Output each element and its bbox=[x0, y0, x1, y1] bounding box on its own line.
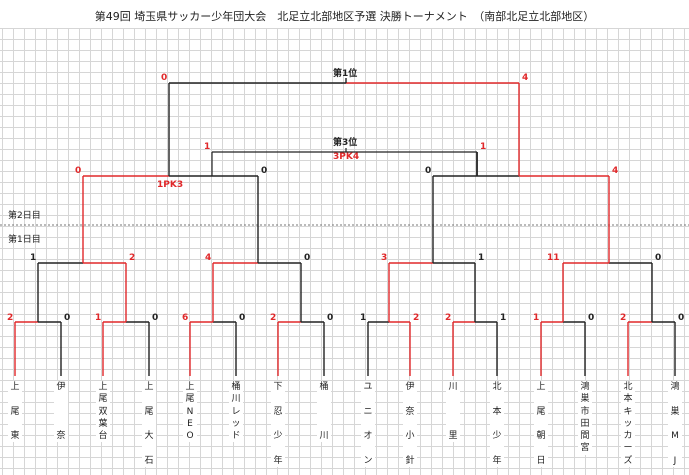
page-title: 第49回 埼玉県サッカー少年団大会 北足立北部地区予選 決勝トーナメント （南部… bbox=[94, 10, 595, 23]
score-r2: 1 bbox=[478, 253, 485, 263]
score-r2: 4 bbox=[205, 253, 212, 263]
score-r1: 0 bbox=[64, 313, 71, 323]
team-name: 上 尾 朝 日 bbox=[534, 381, 548, 468]
team-name: 伊 奈 bbox=[54, 381, 68, 443]
score-r1: 1 bbox=[533, 313, 540, 323]
score-r1: 0 bbox=[327, 313, 334, 323]
score-r1: 2 bbox=[620, 313, 627, 323]
team-name: 鴻 巣 M J bbox=[668, 381, 682, 468]
score-r1: 0 bbox=[152, 313, 159, 323]
score-r1: 6 bbox=[182, 313, 189, 323]
score-r1: 2 bbox=[7, 313, 14, 323]
score-r1: 1 bbox=[360, 313, 367, 323]
third-place-pk-label: 3PK4 bbox=[333, 152, 360, 162]
team-name: 桶 川 レ ッ ド bbox=[229, 381, 243, 443]
score-r1: 1 bbox=[500, 313, 507, 323]
score-r2: 0 bbox=[304, 253, 311, 263]
score-r3: 0 bbox=[425, 166, 432, 176]
team-name: 北 本 キ ッ カ ー ズ bbox=[621, 381, 635, 468]
score-third: 1 bbox=[204, 142, 211, 152]
score-r1: 0 bbox=[678, 313, 685, 323]
score-final: 0 bbox=[161, 73, 168, 83]
team-name: 伊 奈 小 針 bbox=[403, 381, 417, 468]
team-name: 鴻 巣 市 田 間 宮 bbox=[578, 381, 592, 455]
score-r3: 0 bbox=[261, 166, 268, 176]
third-place-label: 第3位 bbox=[333, 138, 358, 148]
score-r3: 0 bbox=[75, 166, 82, 176]
team-name: 上 尾 N E O bbox=[183, 381, 197, 443]
team-name: ユ ニ オ ン bbox=[361, 381, 375, 468]
score-final: 4 bbox=[522, 73, 529, 83]
team-name: 北 本 少 年 bbox=[490, 381, 504, 468]
score-r1: 0 bbox=[588, 313, 595, 323]
score-r1: 0 bbox=[239, 313, 246, 323]
team-name: 下 忍 少 年 bbox=[271, 381, 285, 468]
team-name: 上 尾 双 葉 台 bbox=[96, 381, 110, 443]
team-name: 川 里 bbox=[446, 381, 460, 443]
team-name: 桶 川 bbox=[317, 381, 331, 443]
day1-label: 第1日目 bbox=[8, 235, 41, 245]
score-third: 1 bbox=[480, 142, 487, 152]
score-r1: 1 bbox=[95, 313, 102, 323]
score-r2: 11 bbox=[547, 253, 560, 263]
score-r2: 0 bbox=[655, 253, 662, 263]
semi-left-pk-label: 1PK3 bbox=[157, 180, 184, 190]
title-area bbox=[0, 0, 689, 28]
score-r1: 2 bbox=[413, 313, 420, 323]
score-r3: 4 bbox=[612, 166, 619, 176]
first-place-label: 第1位 bbox=[333, 69, 358, 79]
day2-label: 第2日目 bbox=[8, 211, 41, 221]
score-r2: 2 bbox=[129, 253, 136, 263]
score-r2: 3 bbox=[381, 253, 388, 263]
score-r1: 2 bbox=[270, 313, 277, 323]
score-r1: 2 bbox=[445, 313, 452, 323]
score-r2: 1 bbox=[30, 253, 37, 263]
team-name: 上 尾 東 bbox=[8, 381, 22, 443]
team-name: 上 尾 大 石 bbox=[142, 381, 156, 468]
